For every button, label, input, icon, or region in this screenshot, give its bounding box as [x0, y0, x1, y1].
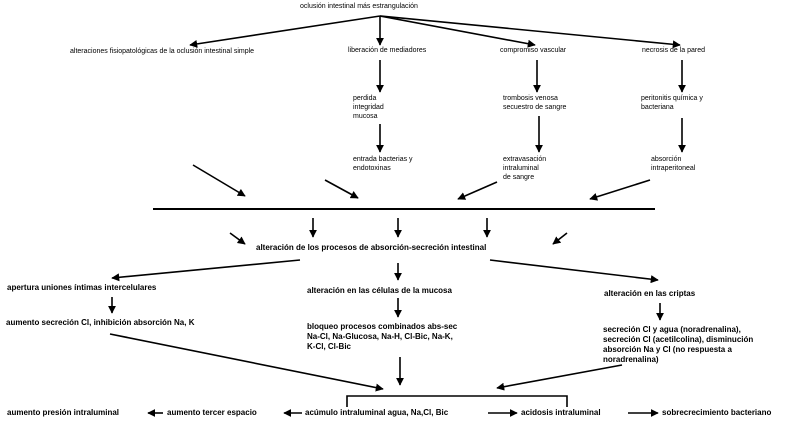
node-aumento-secrecion: aumento secreción Cl, inhibición absorci…: [6, 318, 195, 327]
node-necrosis-pared: necrosis de la pared: [642, 47, 706, 54]
arrow-side-right: [552, 232, 568, 245]
node-aumento-presion: aumento presión intraluminal: [7, 408, 120, 417]
node-acumulo-intraluminal: acúmulo intraluminal agua, Na,Cl, Bic: [305, 408, 449, 417]
arrow-top-to-vascular: [379, 15, 536, 48]
arrow-into-bar-4: [589, 179, 651, 201]
node-alteracion-criptas: alteración en las criptas: [604, 289, 696, 298]
arrow-left-to-converge: [109, 333, 384, 392]
arrow-into-bar-3: [457, 181, 498, 200]
node-liberacion-mediadores: liberación de mediadores: [348, 47, 427, 54]
node-alteracion-celulas: alteración en las células de la mucosa: [307, 286, 452, 295]
node-oclusion: oclusión intestinal más estrangulación: [300, 3, 418, 10]
arrow-central-to-right: [489, 259, 659, 284]
arrow-into-bar-1: [192, 164, 246, 197]
node-acidosis-intraluminal: acidosis intraluminal: [521, 408, 601, 417]
node-apertura-uniones: apertura uniones íntimas intercelulares: [7, 283, 157, 292]
bottom-bracket: [346, 395, 568, 407]
node-secrecion-cl-agua: secreción Cl y agua (noradrenalina),secr…: [603, 325, 754, 364]
node-sobrecrecimiento: sobrecrecimiento bacteriano: [662, 408, 772, 417]
arrow-right-to-converge: [496, 364, 623, 391]
node-alteraciones-simple: alteraciones fisiopatológicas de la oclu…: [70, 48, 255, 55]
arrow-into-bar-2: [324, 179, 359, 199]
arrow-top-to-simple: [189, 15, 381, 48]
arrow-side-left: [229, 232, 246, 245]
arrow-central-to-left: [111, 259, 301, 282]
node-alteracion-procesos: alteración de los procesos de absorción-…: [256, 243, 487, 252]
node-aumento-tercer-espacio: aumento tercer espacio: [167, 408, 257, 417]
arrow-top-to-necrosis: [379, 15, 681, 49]
node-compromiso-vascular: compromiso vascular: [500, 47, 567, 54]
